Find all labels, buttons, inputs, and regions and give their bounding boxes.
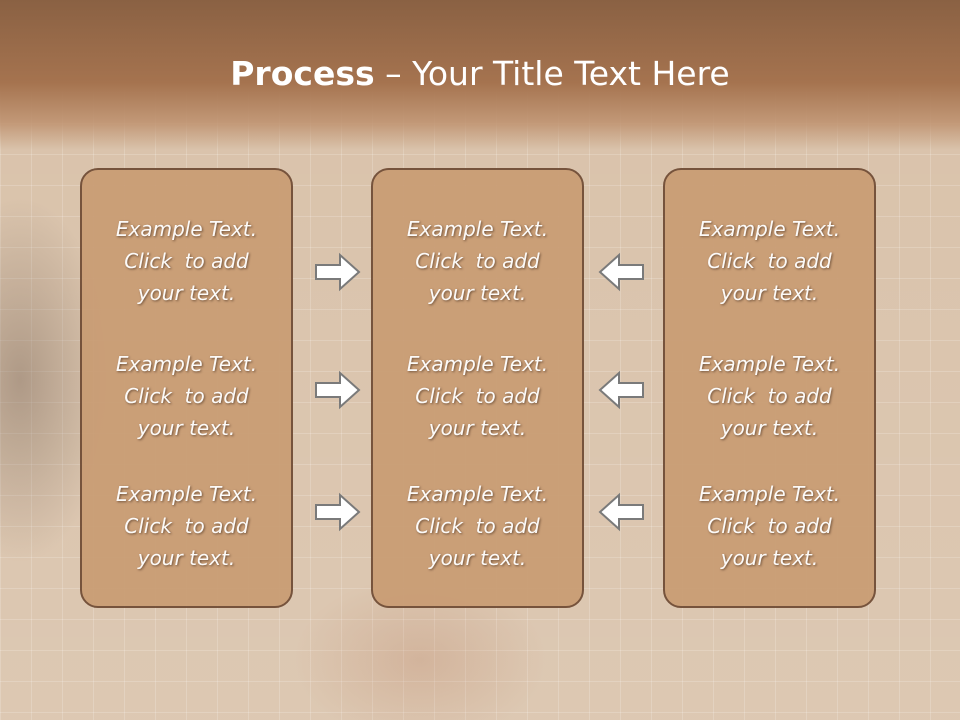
text-block[interactable]: Example Text. Click to add your text. [373, 348, 582, 444]
text-line: Click to add [707, 514, 832, 538]
text-block[interactable]: Example Text. Click to add your text. [82, 478, 291, 574]
text-line: Click to add [124, 384, 249, 408]
text-line: Example Text. [406, 482, 549, 506]
text-line: your text. [720, 546, 819, 570]
title-rest-text: – Your Title Text Here [374, 54, 730, 93]
process-panel-right[interactable]: Example Text. Click to add your text. Ex… [663, 168, 876, 608]
process-panel-center[interactable]: Example Text. Click to add your text. Ex… [371, 168, 584, 608]
text-block[interactable]: Example Text. Click to add your text. [665, 348, 874, 444]
text-line: Click to add [124, 514, 249, 538]
text-line: your text. [720, 281, 819, 305]
text-line: your text. [720, 416, 819, 440]
text-block[interactable]: Example Text. Click to add your text. [665, 478, 874, 574]
text-line: Click to add [415, 384, 540, 408]
text-block[interactable]: Example Text. Click to add your text. [373, 213, 582, 309]
text-line: your text. [137, 281, 236, 305]
text-line: your text. [137, 416, 236, 440]
text-block[interactable]: Example Text. Click to add your text. [82, 348, 291, 444]
text-block[interactable]: Example Text. Click to add your text. [373, 478, 582, 574]
text-line: Click to add [707, 384, 832, 408]
text-line: Example Text. [115, 482, 258, 506]
arrow-right-icon [315, 370, 361, 410]
title-bar [0, 0, 960, 150]
text-line: your text. [428, 416, 527, 440]
title-bold-text: Process [230, 54, 375, 93]
text-block[interactable]: Example Text. Click to add your text. [82, 213, 291, 309]
arrow-left-icon [598, 492, 644, 532]
arrow-left-icon [598, 370, 644, 410]
text-line: Click to add [124, 249, 249, 273]
arrow-left-icon [598, 252, 644, 292]
text-line: Example Text. [698, 482, 841, 506]
text-line: Click to add [415, 514, 540, 538]
text-line: Example Text. [115, 217, 258, 241]
arrow-right-icon [315, 492, 361, 532]
text-line: Click to add [707, 249, 832, 273]
text-line: Example Text. [698, 352, 841, 376]
text-line: your text. [428, 546, 527, 570]
text-block[interactable]: Example Text. Click to add your text. [665, 213, 874, 309]
text-line: Click to add [415, 249, 540, 273]
text-line: your text. [428, 281, 527, 305]
text-line: your text. [137, 546, 236, 570]
arrow-right-icon [315, 252, 361, 292]
text-line: Example Text. [115, 352, 258, 376]
text-line: Example Text. [698, 217, 841, 241]
slide-title[interactable]: Process – Your Title Text Here [0, 52, 960, 96]
process-panel-left[interactable]: Example Text. Click to add your text. Ex… [80, 168, 293, 608]
text-line: Example Text. [406, 217, 549, 241]
text-line: Example Text. [406, 352, 549, 376]
